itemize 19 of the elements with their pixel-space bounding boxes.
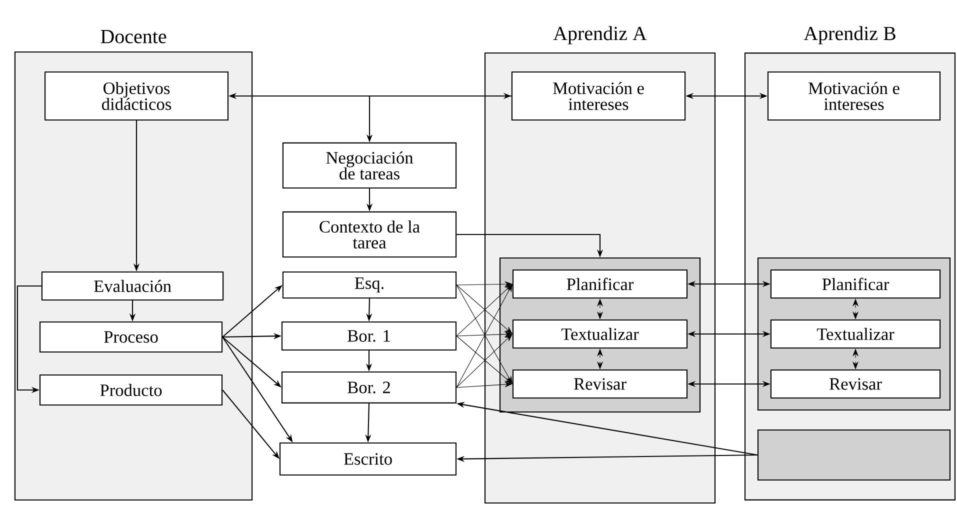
- process-box: Bor. 2: [281, 372, 457, 404]
- process-box: Objetivos didácticos: [44, 71, 228, 121]
- process-box: Escrito: [279, 442, 457, 476]
- process-box: Producto: [39, 374, 223, 406]
- process-box: Planificar: [512, 269, 688, 299]
- process-box: Proceso: [39, 321, 223, 353]
- process-box: Motivación e intereses: [767, 71, 941, 121]
- process-box: Contexto de la tarea: [282, 211, 457, 258]
- process-box: Textualizar: [512, 319, 688, 349]
- process-box: Evaluación: [41, 271, 224, 301]
- process-box: Revisar: [770, 369, 941, 399]
- process-box: Planificar: [770, 269, 941, 299]
- process-box: Bor. 1: [281, 321, 457, 351]
- process-box: Negociación de tareas: [282, 142, 457, 189]
- process-box: Esq.: [282, 271, 457, 299]
- shaded-box: [757, 429, 951, 481]
- process-box: Revisar: [512, 369, 688, 399]
- process-box: Motivación e intereses: [511, 71, 686, 121]
- process-box: Textualizar: [770, 319, 941, 349]
